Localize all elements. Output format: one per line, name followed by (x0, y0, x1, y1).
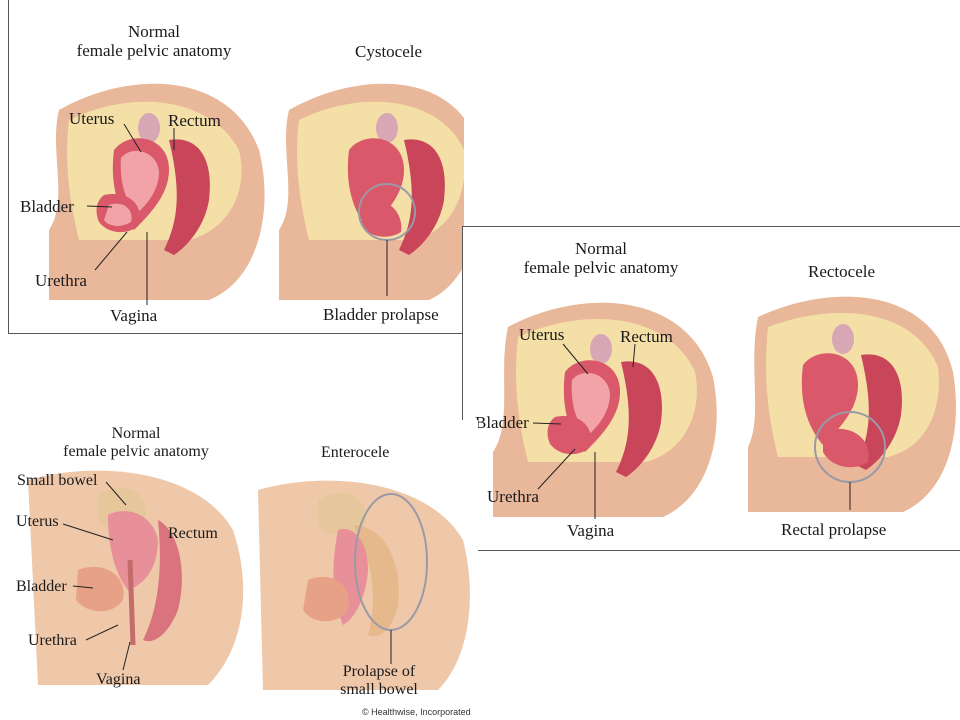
label-vagina: Vagina (567, 521, 615, 540)
rectocele-figure (748, 296, 956, 512)
label-rectum: Rectum (168, 111, 221, 130)
cystocele-illustration (49, 83, 464, 305)
title-line-2: female pelvic anatomy (523, 258, 679, 277)
label-uterus: Uterus (519, 325, 565, 344)
prolapse-line-1: Prolapse of (342, 663, 416, 680)
copyright-credit: © Healthwise, Incorporated (362, 707, 471, 717)
title-line-1: Normal (575, 239, 627, 258)
label-rectum: Rectum (168, 525, 218, 542)
normal-anatomy-figure-3 (28, 470, 244, 685)
label-bladder: Bladder (475, 413, 529, 432)
label-bladder: Bladder (16, 578, 67, 595)
label-bladder: Bladder (20, 197, 74, 216)
label-urethra: Urethra (487, 487, 539, 506)
enterocele-figure (258, 480, 470, 690)
enterocele-normal-title: Normal female pelvic anatomy (46, 425, 226, 461)
rectocele-illustration (493, 296, 956, 519)
cystocele-figure (279, 83, 464, 300)
cystocele-normal-title: Normal female pelvic anatomy (64, 22, 244, 60)
enterocele-condition-title: Enterocele (321, 444, 390, 461)
label-uterus: Uterus (69, 109, 115, 128)
label-small-bowel: Small bowel (17, 472, 98, 489)
label-rectal-prolapse: Rectal prolapse (781, 520, 887, 539)
label-vagina: Vagina (96, 671, 141, 688)
label-urethra: Urethra (35, 271, 87, 290)
label-prolapse-small-bowel: Prolapse of small bowel (324, 663, 434, 699)
prolapse-line-2: small bowel (340, 681, 418, 698)
normal-anatomy-figure-1 (49, 83, 265, 300)
title-line-1: Normal (111, 425, 161, 442)
normal-anatomy-figure-2 (493, 302, 717, 517)
title-line-2: female pelvic anatomy (63, 443, 209, 460)
cystocele-condition-title: Cystocele (355, 42, 423, 61)
label-bladder-prolapse: Bladder prolapse (323, 305, 439, 324)
cystocele-panel: Normal female pelvic anatomy Cystocele U… (8, 0, 464, 334)
rectocele-condition-title: Rectocele (808, 262, 876, 281)
enterocele-panel: Normal female pelvic anatomy Enterocele … (8, 420, 478, 720)
title-line-2: female pelvic anatomy (76, 41, 232, 60)
rectocele-panel: Normal female pelvic anatomy Rectocele U… (462, 226, 960, 551)
rectocele-normal-title: Normal female pelvic anatomy (511, 239, 691, 277)
label-vagina: Vagina (110, 306, 158, 325)
label-urethra: Urethra (28, 632, 77, 649)
enterocele-illustration (28, 470, 470, 690)
label-uterus: Uterus (16, 513, 59, 530)
label-rectum: Rectum (620, 327, 673, 346)
title-line-1: Normal (128, 22, 180, 41)
